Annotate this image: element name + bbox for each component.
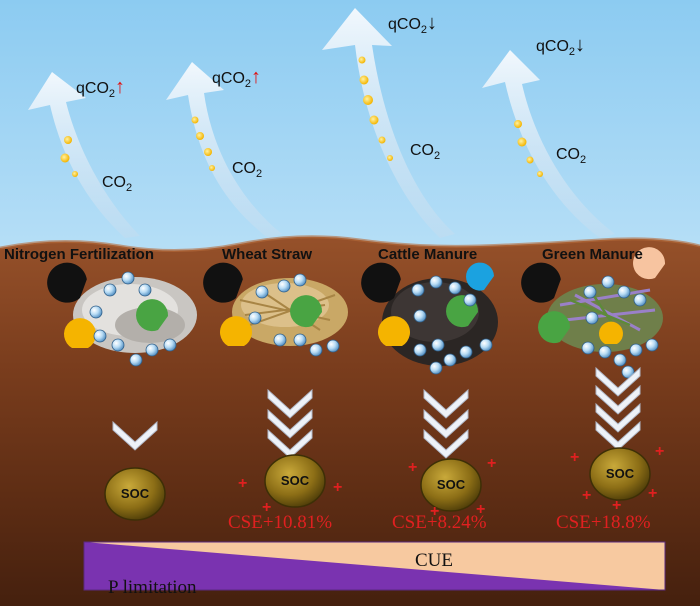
svg-text:+: + <box>333 479 342 496</box>
p-limitation-label: P limitation <box>108 577 197 598</box>
co2-flux-arrow-icon <box>322 8 455 238</box>
svg-text:+: + <box>408 459 417 476</box>
svg-text:+: + <box>655 443 664 460</box>
qco2-label-green-manure: qCO2↓ <box>536 34 586 59</box>
cse-label-wheat-straw: CSE+10.81% <box>228 512 333 533</box>
svg-text:+: + <box>612 497 621 514</box>
svg-text:+: + <box>582 487 591 504</box>
microbe-pacman-icon <box>361 262 494 346</box>
co2-flux-arrow-icon <box>482 50 615 238</box>
svg-text:+: + <box>262 499 271 516</box>
soc-circle <box>589 447 651 501</box>
svg-text:+: + <box>487 455 496 472</box>
soc-label-green-manure: SOC <box>605 466 635 481</box>
co2-flux-arrow-icon <box>166 62 282 238</box>
soc-label-cattle-manure: SOC <box>436 477 466 492</box>
soc-circle <box>420 458 482 512</box>
cse-label-green-manure: CSE+18.8% <box>556 512 651 533</box>
trend-down-icon: ↓ <box>427 12 438 34</box>
soc-label-nitrogen: SOC <box>120 486 150 501</box>
cue-label: CUE <box>415 550 453 571</box>
svg-text:+: + <box>430 503 439 520</box>
trend-down-icon: ↓ <box>575 34 586 56</box>
co2-flux-arrow-icon <box>28 72 140 238</box>
co2-label-nitrogen: CO2 <box>102 174 133 195</box>
co2-particles <box>60 56 543 177</box>
gradient-bar <box>83 541 666 591</box>
carbon-gain-markers: + + + + + + + + + + + + <box>238 443 664 520</box>
microbe-pacman-icon <box>203 262 323 346</box>
svg-text:+: + <box>476 501 485 518</box>
soc-label-wheat-straw: SOC <box>280 473 310 488</box>
co2-label-wheat-straw: CO2 <box>232 160 263 181</box>
soc-circle <box>104 467 166 521</box>
svg-text:+: + <box>238 475 247 492</box>
treatment-label-wheat-straw: Wheat Straw <box>222 246 313 263</box>
trend-up-icon: ↑ <box>115 76 126 98</box>
treatment-label-cattle-manure: Cattle Manure <box>378 246 478 263</box>
svg-text:+: + <box>648 485 657 502</box>
qco2-label-nitrogen: qCO2↑ <box>76 76 126 101</box>
microbe-pacman-icon <box>47 262 169 348</box>
qco2-label-wheat-straw: qCO2↑ <box>212 66 262 91</box>
qco2-label-cattle-manure: qCO2↓ <box>388 12 438 37</box>
trend-up-icon: ↑ <box>251 66 262 88</box>
co2-label-green-manure: CO2 <box>556 146 587 167</box>
soc-circle <box>264 454 326 508</box>
cse-label-cattle-manure: CSE+8.24% <box>392 512 487 533</box>
co2-label-cattle-manure: CO2 <box>410 142 441 163</box>
treatment-label-green-manure: Green Manure <box>542 246 643 263</box>
treatment-label-nitrogen: Nitrogen Fertilization <box>4 246 154 263</box>
microbe-pacman-icon <box>521 247 666 344</box>
svg-text:+: + <box>570 449 579 466</box>
